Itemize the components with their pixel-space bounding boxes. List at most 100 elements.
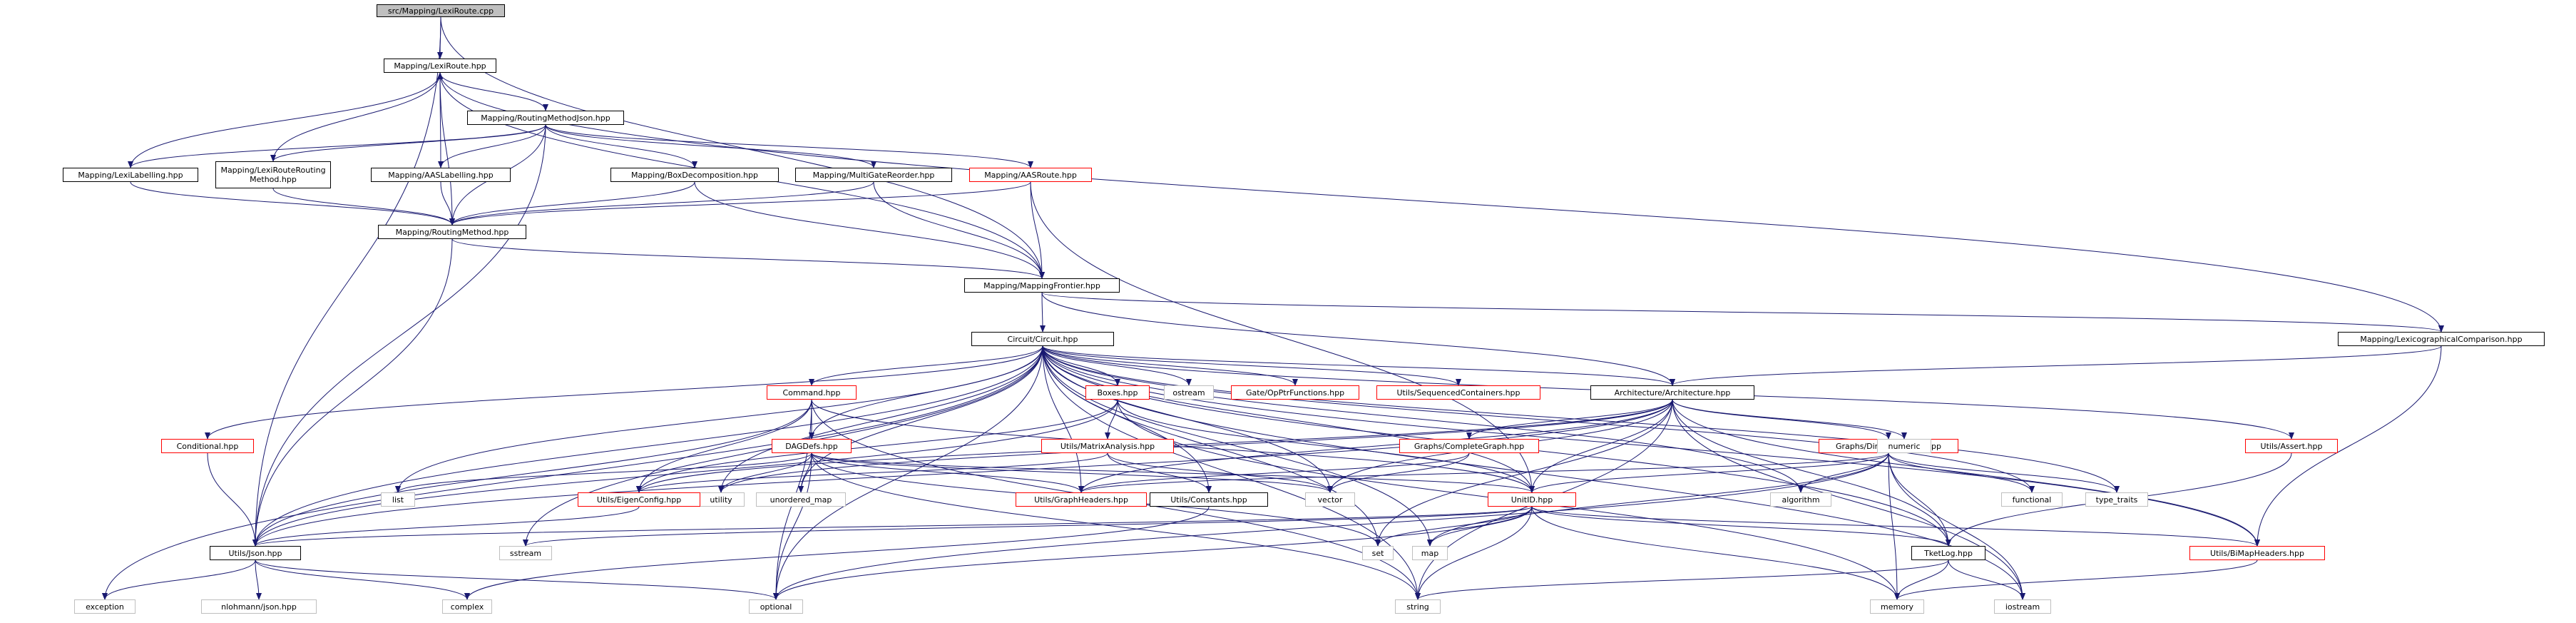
edge-arch-to-json: [252, 399, 1673, 547]
graph-node-circuit[interactable]: Circuit/Circuit.hpp: [971, 332, 1114, 346]
graph-node-set: set: [1362, 546, 1394, 560]
edge-boxes-to-eigen: [636, 399, 1118, 493]
edge-circuit-to-type_traits: [1042, 345, 2120, 493]
graph-node-lexiroute-hpp[interactable]: Mapping/LexiRoute.hpp: [384, 59, 496, 73]
graph-node-aaslab[interactable]: Mapping/AASLabelling.hpp: [371, 168, 511, 182]
edge-lrrm-to-rm: [272, 188, 455, 226]
edge-circuit-to-conditional: [205, 345, 1043, 440]
graph-node-unitid[interactable]: UnitID.hpp: [1488, 492, 1576, 507]
edge-circuit-to-boxes: [1042, 345, 1120, 386]
graph-node-conditional[interactable]: Conditional.hpp: [161, 439, 254, 453]
edge-dagdefs-to-list: [395, 452, 812, 493]
graph-node-boxes[interactable]: Boxes.hpp: [1085, 385, 1150, 400]
graph-node-arch[interactable]: Architecture/Architecture.hpp: [1590, 385, 1754, 400]
edge-lexcomp-to-arch: [1670, 345, 2442, 386]
edge-rmjson-to-aaslab: [438, 124, 546, 168]
edge-dagdefs-to-unitid: [811, 452, 1535, 493]
graph-node-string: string: [1395, 599, 1441, 614]
edge-arch-to-utility: [718, 399, 1673, 493]
graph-node-rm[interactable]: Mapping/RoutingMethod.hpp: [378, 225, 526, 239]
edge-dagdefs-to-optional: [773, 452, 812, 600]
graph-node-command[interactable]: Command.hpp: [767, 385, 857, 400]
edge-dagdefs-to-graphhdr: [811, 452, 1084, 493]
edge-unitid-to-set: [1375, 506, 1533, 547]
edge-complete-to-vector: [1327, 452, 1470, 493]
edge-directed-to-unitid: [1529, 452, 1889, 493]
edge-aasroute-to-rm: [449, 181, 1031, 226]
graph-node-lrrm[interactable]: Mapping/LexiRouteRouting Method.hpp: [215, 161, 331, 188]
edge-lexilab-to-lexiroute_hpp: [130, 72, 443, 168]
graph-node-exception: exception: [74, 599, 136, 614]
edge-rmjson-to-aasroute: [545, 124, 1033, 168]
edge-bimap-to-memory: [1894, 559, 2258, 600]
edge-circuit-to-unordered_map: [798, 345, 1043, 493]
graph-node-assert[interactable]: Utils/Assert.hpp: [2245, 439, 2338, 453]
edge-circuit-to-iostream: [1042, 345, 2025, 600]
graph-node-rmjson[interactable]: Mapping/RoutingMethodJson.hpp: [467, 111, 624, 125]
graph-node-tketlog[interactable]: TketLog.hpp: [1911, 546, 1985, 560]
edge-complete-to-graphhdr: [1078, 452, 1470, 493]
graph-node-eigen[interactable]: Utils/EigenConfig.hpp: [578, 492, 700, 507]
edge-boxdec-to-mf: [694, 181, 1045, 279]
edge-rmjson-to-json: [252, 124, 546, 547]
graph-node-matanal[interactable]: Utils/MatrixAnalysis.hpp: [1041, 439, 1174, 453]
graph-node-json[interactable]: Utils/Json.hpp: [210, 546, 301, 560]
edge-circuit-to-map: [1042, 345, 1433, 547]
edge-rmjson-to-boxdec: [545, 124, 697, 168]
graph-node-aasroute[interactable]: Mapping/AASRoute.hpp: [969, 168, 1092, 182]
graph-node-root: src/Mapping/LexiRoute.cpp: [377, 4, 505, 17]
graph-node-gateop[interactable]: Gate/OpPtrFunctions.hpp: [1231, 385, 1359, 400]
edge-dagdefs-to-vector: [811, 452, 1333, 493]
graph-node-mgr[interactable]: Mapping/MultiGateReorder.hpp: [795, 168, 952, 182]
edge-unitid-to-string: [1415, 506, 1533, 600]
edge-matanal-to-constants: [1107, 452, 1212, 493]
edge-circuit-to-utility: [718, 345, 1043, 493]
edge-mgr-to-mf: [873, 181, 1045, 279]
graph-node-constants[interactable]: Utils/Constants.hpp: [1150, 492, 1268, 507]
graph-node-complete[interactable]: Graphs/CompleteGraph.hpp: [1399, 439, 1539, 453]
edge-circuit-to-functional: [1042, 345, 2035, 493]
edge-circuit-to-set: [1042, 345, 1381, 547]
graph-node-algorithm: algorithm: [1770, 492, 1831, 507]
edge-circuit-to-arch: [1042, 345, 1675, 386]
graph-node-dagdefs[interactable]: DAGDefs.hpp: [772, 439, 852, 453]
edge-directed-to-functional: [1888, 452, 2035, 493]
edge-unitid-to-sstream: [523, 506, 1533, 547]
edge-lrrm-to-lexiroute_hpp: [272, 72, 443, 162]
graph-node-boxdec[interactable]: Mapping/BoxDecomposition.hpp: [610, 168, 779, 182]
edge-directed-to-map: [1427, 452, 1889, 547]
edge-unitid-to-map: [1427, 506, 1533, 547]
edge-json-to-exception: [102, 559, 256, 600]
edge-arch-to-iostream: [1672, 399, 2025, 600]
graph-node-list: list: [381, 492, 415, 507]
edge-unitid-to-json: [252, 506, 1533, 547]
graph-node-bimap[interactable]: Utils/BiMapHeaders.hpp: [2189, 546, 2325, 560]
graph-node-mf[interactable]: Mapping/MappingFrontier.hpp: [964, 278, 1120, 293]
edge-mf-to-arch: [1041, 292, 1675, 386]
edge-lexiroute_hpp-to-rm: [439, 72, 455, 226]
graph-node-lexilab[interactable]: Mapping/LexiLabelling.hpp: [63, 168, 198, 182]
edge-rmjson-to-mgr: [545, 124, 876, 168]
edge-arch-to-numeric: [1672, 399, 1907, 440]
graph-node-seqcont[interactable]: Utils/SequencedContainers.hpp: [1376, 385, 1540, 400]
edge-rmjson-to-lexilab: [128, 124, 546, 168]
edge-lexilab-to-rm: [130, 181, 455, 226]
graph-node-vector: vector: [1305, 492, 1355, 507]
edge-rm-to-mf: [451, 238, 1045, 279]
graph-node-graphhdr[interactable]: Utils/GraphHeaders.hpp: [1016, 492, 1147, 507]
graph-node-unordered-map: unordered_map: [756, 492, 846, 507]
edge-circuit-to-graphhdr: [1042, 345, 1084, 493]
graph-node-nlohmann: nlohmann/json.hpp: [201, 599, 317, 614]
edge-unitid-to-bimap: [1531, 506, 2260, 547]
edge-dagdefs-to-string: [811, 452, 1421, 600]
graph-node-memory: memory: [1870, 599, 1924, 614]
edge-directed-to-optional: [773, 452, 1889, 600]
edge-layer: [102, 16, 2444, 600]
edge-unitid-to-optional: [773, 506, 1533, 600]
edge-mf-to-lexcomp: [1041, 292, 2444, 333]
graph-node-lexcomp[interactable]: Mapping/LexicographicalComparison.hpp: [2338, 332, 2545, 346]
graph-node-complex: complex: [442, 599, 492, 614]
edge-matanal-to-eigen: [636, 452, 1108, 493]
edge-directed-to-iostream: [1888, 452, 2025, 600]
